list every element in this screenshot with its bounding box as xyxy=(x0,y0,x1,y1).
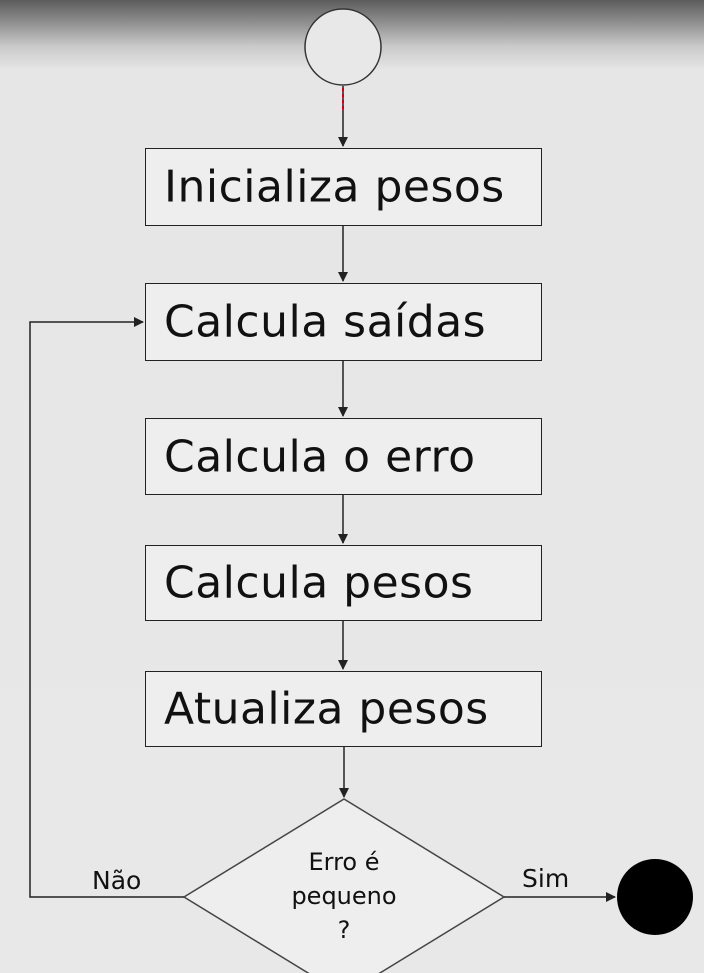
step-update-weights: Atualiza pesos xyxy=(145,671,542,747)
step-init-weights-label: Inicializa pesos xyxy=(164,161,505,213)
step-init-weights: Inicializa pesos xyxy=(145,148,542,226)
connector-no-loop xyxy=(29,317,184,898)
step-compute-error-label: Calcula o erro xyxy=(164,431,476,482)
decision-line-2: pequeno xyxy=(291,882,397,910)
end-node xyxy=(617,859,693,935)
step-compute-weights-label: Calcula pesos xyxy=(164,557,474,609)
step-update-weights-label: Atualiza pesos xyxy=(164,683,489,735)
step-compute-outputs-label: Calcula saídas xyxy=(164,296,487,348)
step-compute-error: Calcula o erro xyxy=(145,418,542,495)
decision-line-3: ? xyxy=(337,916,351,944)
decision-diamond xyxy=(182,798,506,973)
start-node xyxy=(304,8,382,86)
decision-line-1: Erro é xyxy=(308,848,380,876)
branch-label-yes: Sim xyxy=(522,864,570,893)
branch-label-no: Não xyxy=(92,866,142,895)
step-compute-outputs: Calcula saídas xyxy=(145,283,542,361)
decision-question: Erro é pequeno ? xyxy=(264,845,424,947)
step-compute-weights: Calcula pesos xyxy=(145,545,542,621)
